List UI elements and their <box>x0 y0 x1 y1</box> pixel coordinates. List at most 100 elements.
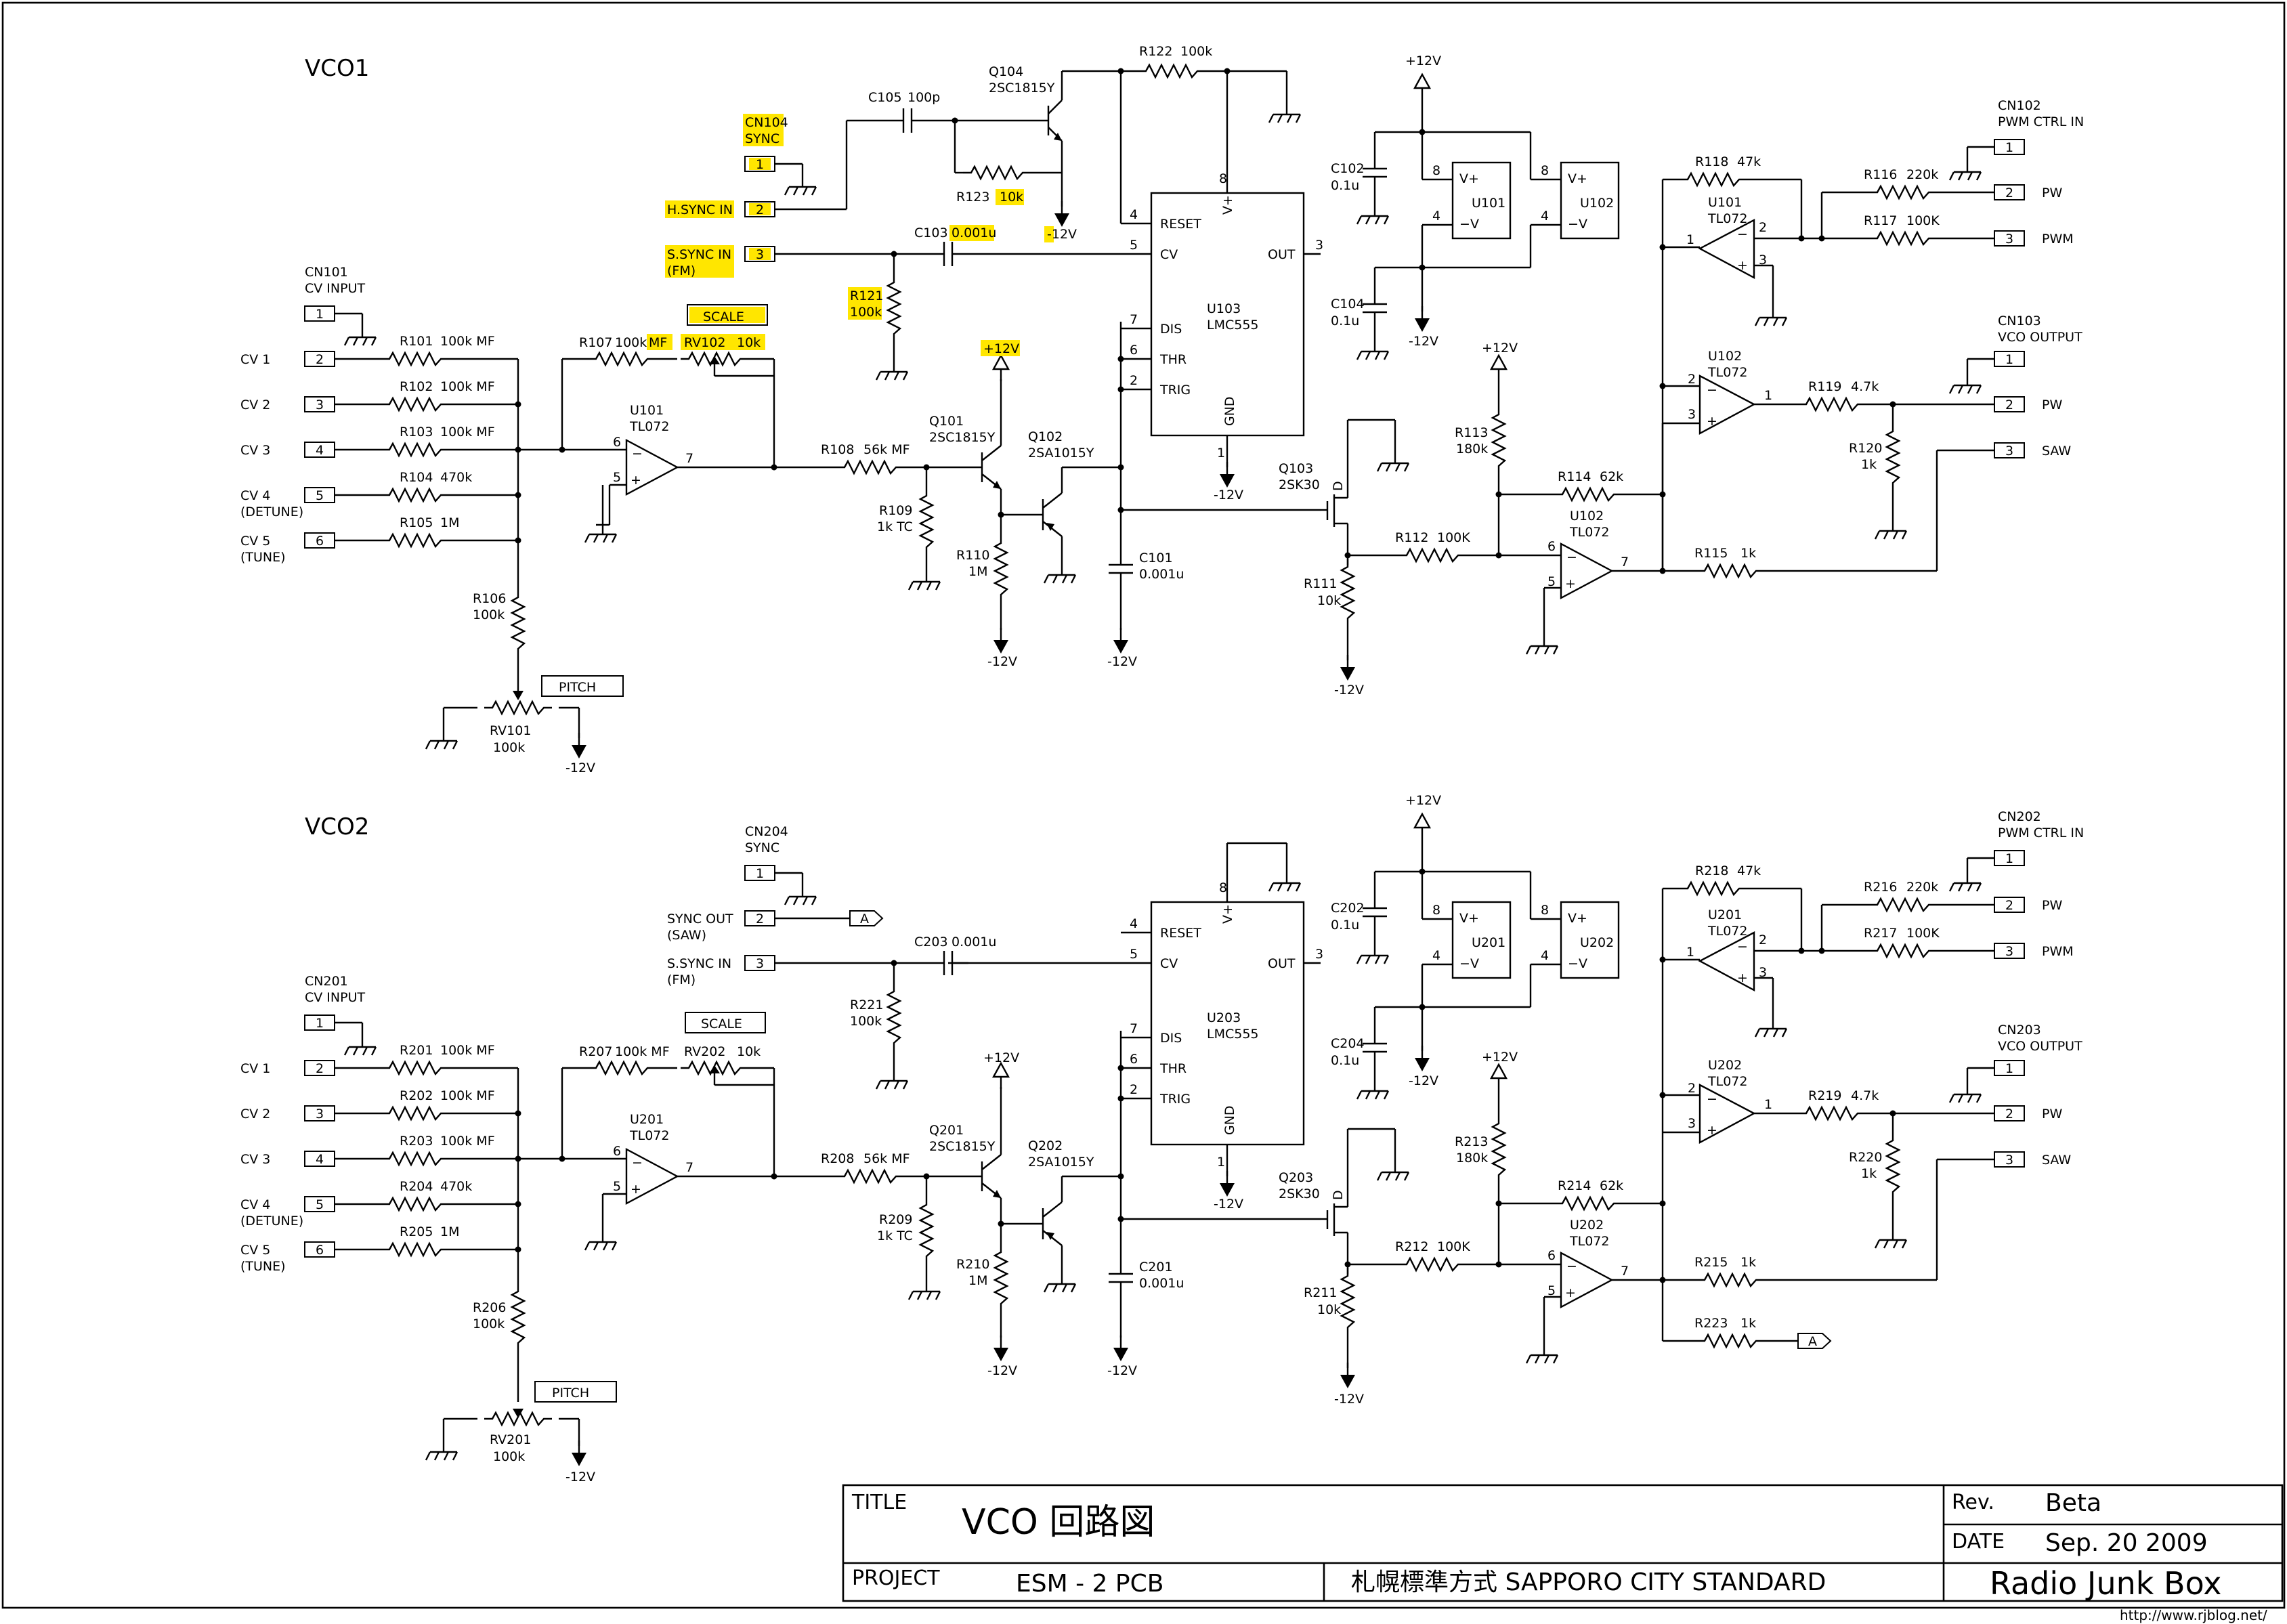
svg-text:CN103: CN103 <box>1998 314 2041 328</box>
svg-text:8: 8 <box>1219 880 1227 895</box>
svg-text:Q202: Q202 <box>1028 1138 1063 1153</box>
svg-text:TL072: TL072 <box>1707 924 1747 939</box>
svg-text:PW: PW <box>2042 1107 2062 1121</box>
svg-text:TL072: TL072 <box>629 1128 669 1143</box>
svg-text:D: D <box>1331 1190 1346 1200</box>
svg-text:1: 1 <box>756 157 764 172</box>
svg-text:6: 6 <box>316 1243 324 1258</box>
svg-text:−: − <box>1737 939 1748 954</box>
svg-text:8: 8 <box>1432 163 1440 178</box>
svg-text:0.1u: 0.1u <box>1331 314 1359 328</box>
svg-text:5: 5 <box>316 488 324 503</box>
svg-text:1k: 1k <box>1740 1255 1756 1270</box>
svg-text:R106: R106 <box>473 591 506 606</box>
svg-text:-12V: -12V <box>1334 1392 1364 1407</box>
svg-text:+12V: +12V <box>983 1050 1019 1065</box>
pitch-label-2: PITCH <box>552 1386 589 1401</box>
svg-text:6: 6 <box>1547 539 1556 554</box>
svg-text:Q102: Q102 <box>1028 429 1063 444</box>
svg-text:56k MF: 56k MF <box>863 1151 910 1166</box>
svg-text:5: 5 <box>316 1197 324 1212</box>
svg-text:100k MF: 100k MF <box>440 1043 495 1058</box>
company-name: Radio Junk Box <box>1990 1565 2222 1602</box>
svg-text:1k: 1k <box>1740 1316 1756 1331</box>
svg-text:Q104: Q104 <box>989 64 1023 79</box>
svg-text:−: − <box>1737 227 1748 242</box>
svg-text:6: 6 <box>1130 343 1138 358</box>
svg-text:2SC1815Y: 2SC1815Y <box>929 1139 996 1154</box>
svg-text:R210: R210 <box>956 1257 989 1272</box>
svg-text:R206: R206 <box>473 1300 506 1315</box>
svg-text:U201: U201 <box>1708 907 1742 922</box>
detune-label-2: (DETUNE) <box>240 1214 303 1228</box>
project-value: ESM - 2 PCB <box>1016 1570 1163 1598</box>
svg-text:3: 3 <box>1688 1116 1696 1131</box>
svg-text:4: 4 <box>1130 207 1138 222</box>
svg-text:CV: CV <box>1160 247 1178 262</box>
svg-text:R214: R214 <box>1558 1178 1591 1193</box>
svg-text:C103: C103 <box>914 226 948 240</box>
svg-text:R213: R213 <box>1455 1134 1488 1149</box>
svg-text:4.7k: 4.7k <box>1851 379 1879 394</box>
svg-text:R215: R215 <box>1694 1255 1728 1270</box>
svg-text:100k MF: 100k MF <box>440 379 495 394</box>
svg-text:TL072: TL072 <box>1569 525 1609 540</box>
svg-text:PW: PW <box>2042 186 2062 200</box>
svg-text:2: 2 <box>2005 398 2013 412</box>
svg-text:TL072: TL072 <box>629 419 669 434</box>
svg-text:100K: 100K <box>1906 213 1940 228</box>
svg-text:PW: PW <box>2042 898 2062 913</box>
svg-text:+: + <box>630 1182 641 1197</box>
cv5-label-2: CV 5 <box>240 1243 270 1258</box>
drawing-title: VCO 回路図 <box>962 1502 1155 1543</box>
svg-text:-12V: -12V <box>1214 1197 1243 1212</box>
svg-text:2: 2 <box>1130 373 1138 388</box>
svg-text:3: 3 <box>756 247 764 262</box>
svg-text:2: 2 <box>316 1061 324 1076</box>
svg-text:2SC1815Y: 2SC1815Y <box>929 430 996 445</box>
svg-text:RV102: RV102 <box>684 335 725 350</box>
svg-text:V+: V+ <box>1459 171 1479 186</box>
svg-text:3: 3 <box>1315 947 1323 962</box>
svg-text:R118: R118 <box>1695 154 1728 169</box>
svg-text:R103: R103 <box>400 425 433 440</box>
svg-text:2: 2 <box>2005 1107 2013 1121</box>
svg-text:100p: 100p <box>907 90 940 105</box>
svg-text:CN204: CN204 <box>745 824 788 839</box>
cn201-ref: CN201 <box>305 974 348 989</box>
rev-label: Rev. <box>1952 1491 1994 1514</box>
svg-text:100k: 100k <box>473 607 505 622</box>
svg-text:1k TC: 1k TC <box>877 1228 913 1243</box>
scale-label: SCALE <box>703 309 744 324</box>
svg-text:LMC555: LMC555 <box>1207 1027 1259 1042</box>
svg-text:PWM: PWM <box>2042 232 2074 247</box>
svg-text:THR: THR <box>1159 352 1187 367</box>
svg-text:PWM CTRL IN: PWM CTRL IN <box>1998 114 2084 129</box>
svg-text:-12V: -12V <box>565 1470 595 1484</box>
svg-text:10k: 10k <box>737 335 761 350</box>
svg-text:7: 7 <box>685 1160 693 1175</box>
svg-text:220k: 220k <box>1906 880 1938 895</box>
svg-text:Q103: Q103 <box>1279 461 1313 476</box>
svg-text:R117: R117 <box>1864 213 1897 228</box>
svg-text:100k: 100k <box>850 305 882 320</box>
svg-text:PWM: PWM <box>2042 944 2074 959</box>
svg-text:−: − <box>1568 956 1579 971</box>
svg-text:DIS: DIS <box>1160 322 1182 337</box>
svg-text:-12V: -12V <box>1409 1073 1438 1088</box>
svg-text:5: 5 <box>1130 947 1138 962</box>
svg-text:TL072: TL072 <box>1707 211 1747 226</box>
svg-text:2: 2 <box>1688 1081 1696 1096</box>
svg-text:5: 5 <box>1547 574 1556 589</box>
svg-text:100k: 100k <box>473 1317 505 1331</box>
svg-text:C105: C105 <box>868 90 902 105</box>
cv2-label-2: CV 2 <box>240 1107 270 1121</box>
